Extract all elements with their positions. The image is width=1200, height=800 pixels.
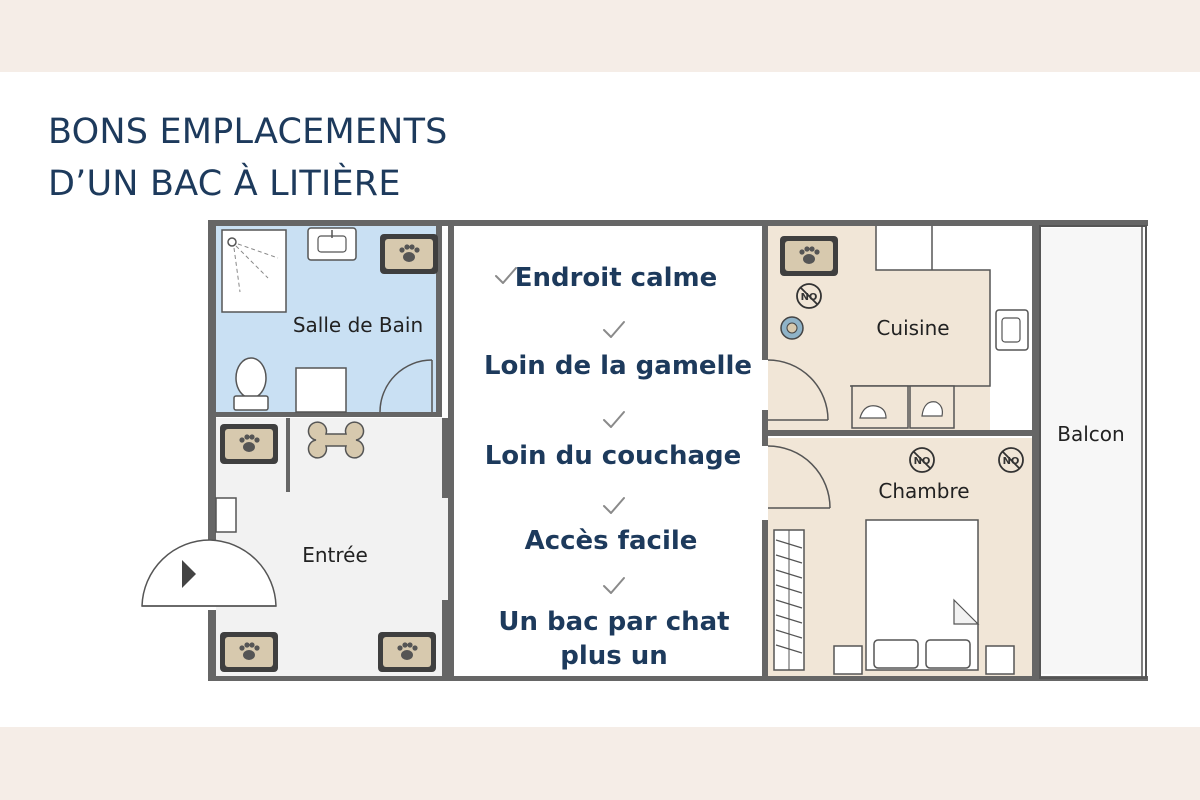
bedroom-door (767, 445, 831, 509)
check-icon (603, 321, 625, 338)
room-label-bedroom: Chambre (878, 479, 969, 503)
nightstand-left (833, 645, 863, 675)
shower (221, 229, 287, 313)
check-icon (603, 577, 625, 594)
cat-icon (851, 385, 955, 429)
bathroom-cabinet (295, 367, 347, 413)
svg-text:NO: NO (914, 456, 931, 467)
check-icon (603, 411, 625, 428)
wardrobe (773, 529, 805, 671)
kitchen-sink (995, 309, 1029, 351)
room-label-balcony: Balcon (1057, 422, 1124, 446)
bed (865, 519, 980, 671)
svg-text:NO: NO (801, 292, 818, 303)
litter-box-paw-icon (380, 234, 438, 274)
walls (208, 220, 1148, 681)
kitchen-counter-white (876, 226, 1032, 270)
tip-item: plus un (560, 641, 668, 671)
litter-box-paw-icon (378, 632, 436, 672)
tip-item: Un bac par chat (498, 607, 729, 637)
room-label-kitchen: Cuisine (876, 316, 949, 340)
entrance-arrow-icon (182, 560, 196, 588)
litter-box-paw-icon (220, 424, 278, 464)
tips-area (454, 226, 762, 676)
no-symbol-icon: NO (796, 283, 822, 309)
kitchen-door (767, 359, 829, 421)
no-symbol-icon: NO (998, 447, 1024, 473)
litter-box-paw-icon (780, 236, 838, 276)
bathroom-door (379, 359, 433, 413)
tip-item: Accès facile (525, 526, 698, 556)
no-symbol-icon: NO (909, 447, 935, 473)
balcony-area (1040, 228, 1142, 674)
litter-box-paw-icon (220, 632, 278, 672)
page-title: BONS EMPLACEMENTS D’UN BAC À LITIÈRE (48, 106, 448, 210)
entrance-cabinet (215, 497, 237, 533)
food-bowl-icon (780, 316, 804, 340)
svg-text:NO: NO (1003, 456, 1020, 467)
check-icon (603, 497, 625, 514)
entrance-door (141, 539, 277, 607)
nightstand-right (985, 645, 1015, 675)
check-icon (495, 267, 517, 284)
tip-item: Loin du couchage (485, 441, 742, 471)
title-line-1: BONS EMPLACEMENTS (48, 112, 448, 152)
toilet (233, 357, 269, 411)
bone-icon (307, 421, 365, 459)
room-label-bathroom: Salle de Bain (293, 313, 423, 337)
room-label-entrance: Entrée (302, 543, 368, 567)
title-line-2: D’UN BAC À LITIÈRE (48, 164, 401, 204)
tip-item: Loin de la gamelle (484, 351, 752, 381)
bathroom-sink (307, 227, 357, 261)
tips-list: Endroit calme Loin de la gamelle Loin du… (484, 263, 752, 671)
tip-item: Endroit calme (515, 263, 718, 293)
